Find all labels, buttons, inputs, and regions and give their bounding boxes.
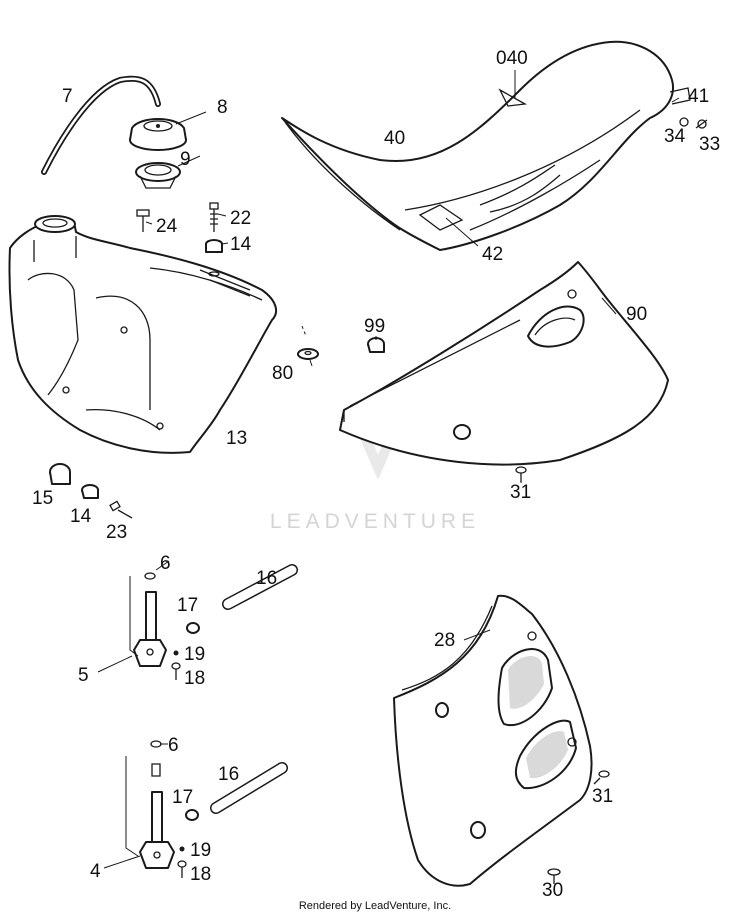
bolt-23 — [109, 500, 133, 519]
cap-99 — [367, 337, 385, 353]
label-14-upper: 14 — [230, 234, 252, 255]
fuel-cap — [129, 118, 187, 151]
label-80: 80 — [272, 363, 293, 384]
label-19-lower: 19 — [190, 840, 211, 861]
label-41: 41 — [688, 86, 709, 107]
label-040: 040 — [496, 48, 528, 69]
label-34: 34 — [664, 126, 686, 147]
label-18-lower: 18 — [190, 864, 211, 885]
label-42: 42 — [482, 244, 503, 265]
label-8: 8 — [217, 97, 228, 118]
damper-15 — [49, 463, 71, 485]
label-4: 4 — [90, 861, 101, 882]
hose-16-upper — [222, 564, 298, 610]
side-panel — [339, 261, 669, 466]
seat-bolt-33 — [695, 119, 708, 129]
label-5: 5 — [78, 665, 89, 686]
label-31-upper: 31 — [510, 482, 531, 503]
watermark-text: LEADVENTURE — [270, 510, 480, 533]
screw-18-upper — [171, 662, 181, 680]
screw-24 — [136, 209, 150, 232]
label-6-lower: 6 — [168, 735, 179, 756]
clip-17-upper — [186, 622, 200, 634]
clip-17-lower — [185, 809, 199, 821]
seat — [281, 40, 691, 251]
label-30: 30 — [542, 880, 563, 901]
label-14-lower: 14 — [70, 506, 92, 527]
fuel-tank — [8, 215, 278, 454]
label-16-lower: 16 — [218, 764, 239, 785]
part-labels: 040 41 40 34 33 42 7 8 9 24 22 14 13 80 … — [32, 48, 720, 901]
grommet-14-upper — [205, 239, 223, 253]
label-15: 15 — [32, 488, 53, 509]
label-9: 9 — [180, 149, 191, 170]
hose-16-lower — [210, 762, 288, 814]
label-90: 90 — [626, 304, 647, 325]
label-16-upper: 16 — [256, 568, 277, 589]
seat-screw-34 — [679, 117, 689, 127]
fuel-tap-lower — [125, 740, 175, 869]
label-19-upper: 19 — [184, 644, 205, 665]
cap-gasket — [135, 162, 181, 189]
washer-80 — [297, 325, 319, 360]
label-6-upper: 6 — [160, 553, 171, 574]
radiator-shroud — [393, 594, 593, 887]
screw-18-lower — [177, 860, 187, 878]
label-24: 24 — [156, 216, 178, 237]
label-28: 28 — [434, 630, 455, 651]
bolt-22 — [209, 202, 219, 232]
label-7: 7 — [62, 86, 73, 107]
label-13: 13 — [226, 428, 247, 449]
label-40: 40 — [384, 128, 405, 149]
label-17-lower: 17 — [172, 787, 193, 808]
label-33: 33 — [699, 134, 720, 155]
label-22: 22 — [230, 208, 251, 229]
footer-credit: Rendered by LeadVenture, Inc. — [298, 900, 452, 912]
grommet-14-lower — [81, 484, 99, 499]
washer-19-lower — [179, 846, 185, 852]
label-99: 99 — [364, 316, 385, 337]
screw-30 — [547, 868, 561, 884]
label-17-upper: 17 — [177, 595, 198, 616]
fuel-tap-upper — [129, 572, 167, 667]
label-18-upper: 18 — [184, 668, 205, 689]
label-23: 23 — [106, 522, 127, 543]
label-31-lower: 31 — [592, 786, 613, 807]
washer-19-upper — [173, 650, 179, 656]
leader-lines — [97, 70, 680, 869]
screw-31-lower — [593, 770, 610, 785]
